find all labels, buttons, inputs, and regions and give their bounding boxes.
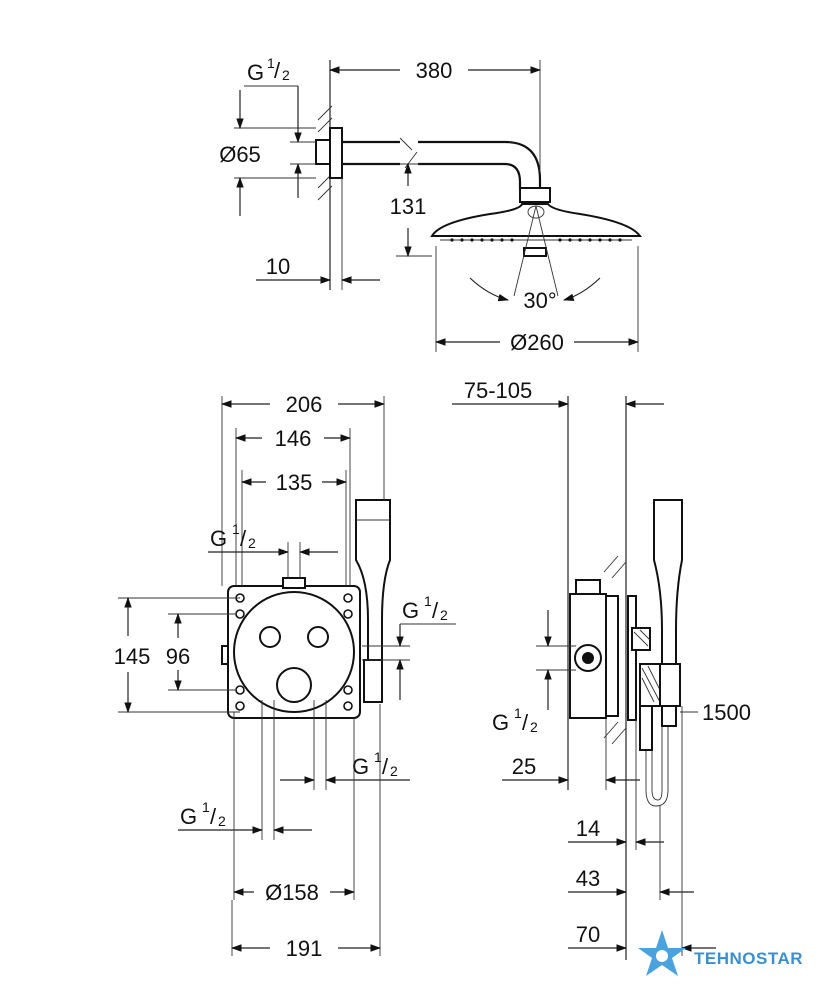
svg-text:1: 1 xyxy=(514,705,522,721)
thread-label-front-top: G 1 / 2 xyxy=(210,521,256,551)
svg-text:/: / xyxy=(432,598,439,623)
thread-label-top: G 1 / 2 xyxy=(247,55,290,85)
watermark-brand: TEHNOSTAR xyxy=(694,949,803,968)
svg-text:1: 1 xyxy=(374,749,382,765)
dim-146-label: 146 xyxy=(275,426,312,451)
svg-text:2: 2 xyxy=(530,719,538,735)
svg-text:G: G xyxy=(402,598,419,623)
dim-14-label: 14 xyxy=(576,816,600,841)
svg-text:2: 2 xyxy=(248,535,256,551)
dim-135-label: 135 xyxy=(276,470,313,495)
thread-label-front-bottom-left: G 1 / 2 xyxy=(180,799,226,829)
head-shower-view: 380 131 10 Ø65 G 1 / 2 xyxy=(219,55,642,355)
svg-text:2: 2 xyxy=(218,813,226,829)
svg-text:2: 2 xyxy=(390,763,398,779)
dim-206-label: 206 xyxy=(286,392,323,417)
dim-10-label: 10 xyxy=(266,254,290,279)
dim-145-label: 145 xyxy=(114,644,151,669)
svg-text:G: G xyxy=(352,754,369,779)
svg-text:1: 1 xyxy=(232,521,240,537)
svg-text:/: / xyxy=(274,58,281,83)
svg-text:/: / xyxy=(382,754,389,779)
svg-text:2: 2 xyxy=(440,607,448,623)
svg-text:G: G xyxy=(180,804,197,829)
dim-depth-label: 75-105 xyxy=(464,378,533,403)
spray-nozzles xyxy=(450,238,622,242)
dim-hose-label: 1500 xyxy=(702,700,751,725)
dim-131-label: 131 xyxy=(390,194,427,219)
thread-label-side: G 1 / 2 xyxy=(492,705,538,735)
side-section-view: 75-105 1500 G 1 / 2 25 14 43 xyxy=(452,378,751,960)
svg-text:1: 1 xyxy=(202,799,210,815)
dim-flange-label: Ø65 xyxy=(219,142,261,167)
svg-text:2: 2 xyxy=(282,67,290,83)
svg-text:G: G xyxy=(210,526,227,551)
watermark-logo: TEHNOSTAR xyxy=(638,930,803,976)
svg-text:1: 1 xyxy=(267,55,275,71)
svg-text:/: / xyxy=(522,710,529,735)
thread-label-front-right: G 1 / 2 xyxy=(402,593,448,623)
svg-text:/: / xyxy=(210,804,217,829)
svg-text:/: / xyxy=(240,526,247,551)
dim-25-label: 25 xyxy=(512,754,536,779)
thermostat-front-view: 206 146 135 G 1 / 2 145 xyxy=(114,392,456,961)
svg-text:G: G xyxy=(247,60,264,85)
dim-96-label: 96 xyxy=(166,644,190,669)
dim-43-label: 43 xyxy=(576,866,600,891)
dim-158-label: Ø158 xyxy=(265,880,319,905)
svg-text:1: 1 xyxy=(424,593,432,609)
dim-191-label: 191 xyxy=(286,936,323,961)
dim-angle-label: 30° xyxy=(523,288,556,313)
dim-380-label: 380 xyxy=(416,58,453,83)
dim-70-label: 70 xyxy=(576,922,600,947)
svg-text:G: G xyxy=(492,710,509,735)
dim-head-label: Ø260 xyxy=(510,330,564,355)
thread-label-front-bottom-right: G 1 / 2 xyxy=(352,749,398,779)
